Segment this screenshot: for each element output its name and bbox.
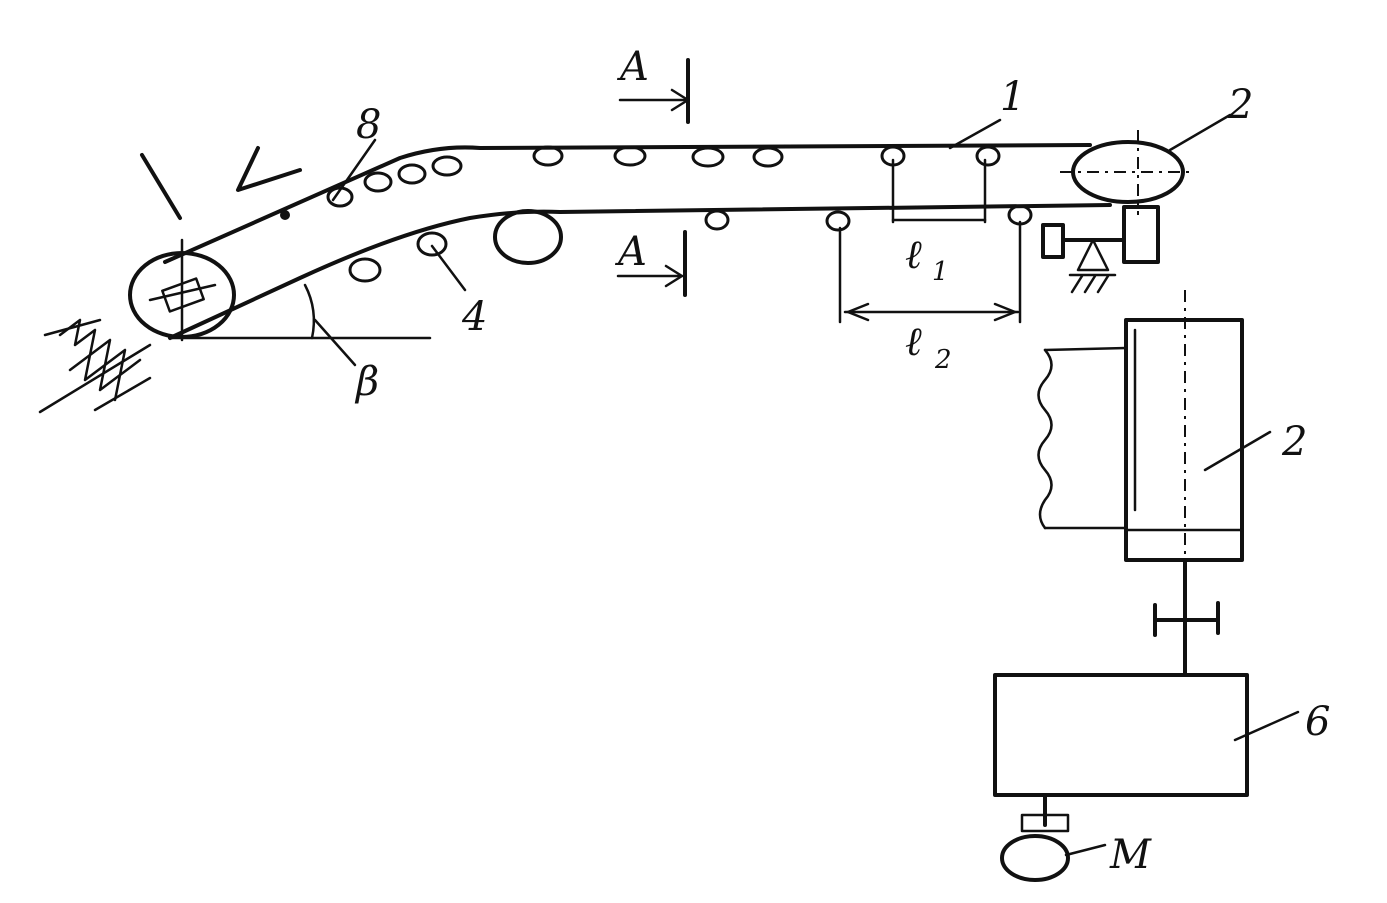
leader-1	[948, 118, 1002, 150]
section-mark-bottom	[616, 230, 687, 297]
zone-mark-v	[236, 146, 302, 192]
reducer-box	[993, 673, 1300, 797]
tension-spring-icon	[38, 318, 152, 414]
label-spacing-2-sub: 2	[934, 345, 952, 375]
label-drum-top: 2	[1227, 82, 1253, 128]
label-motor: M	[1109, 832, 1152, 878]
zone-mark-i	[140, 153, 182, 220]
motor-icon	[1000, 793, 1107, 882]
leader-4	[430, 244, 467, 292]
dimension-l1	[891, 158, 987, 224]
label-section-bottom: A	[614, 229, 647, 275]
angle-leader	[313, 318, 357, 367]
dimension-l2	[838, 220, 1022, 324]
tail-drum	[128, 238, 236, 342]
label-angle: β	[354, 359, 379, 405]
drum-support-icon	[1041, 205, 1160, 294]
upper-rollers	[326, 145, 1001, 208]
label-spacing-1-sub: 1	[932, 257, 949, 287]
label-spacing-2: ℓ	[905, 319, 922, 365]
coupling-icon	[1153, 558, 1220, 677]
lower-rollers	[348, 204, 1033, 283]
label-section-top: A	[616, 44, 649, 90]
label-belt: 1	[1000, 74, 1025, 120]
drum-side-view	[1037, 290, 1272, 562]
label-spacing-1: ℓ	[905, 232, 922, 278]
section-mark-top	[618, 58, 690, 124]
head-drum	[1060, 113, 1232, 215]
label-roller-upper: 8	[356, 102, 381, 148]
label-roller-lower: 4	[461, 294, 487, 340]
label-reducer: 6	[1305, 699, 1330, 745]
leader-8	[331, 138, 377, 202]
marker-dot	[280, 210, 290, 220]
label-drum-side: 2	[1281, 419, 1307, 465]
angle-arc	[303, 283, 316, 340]
